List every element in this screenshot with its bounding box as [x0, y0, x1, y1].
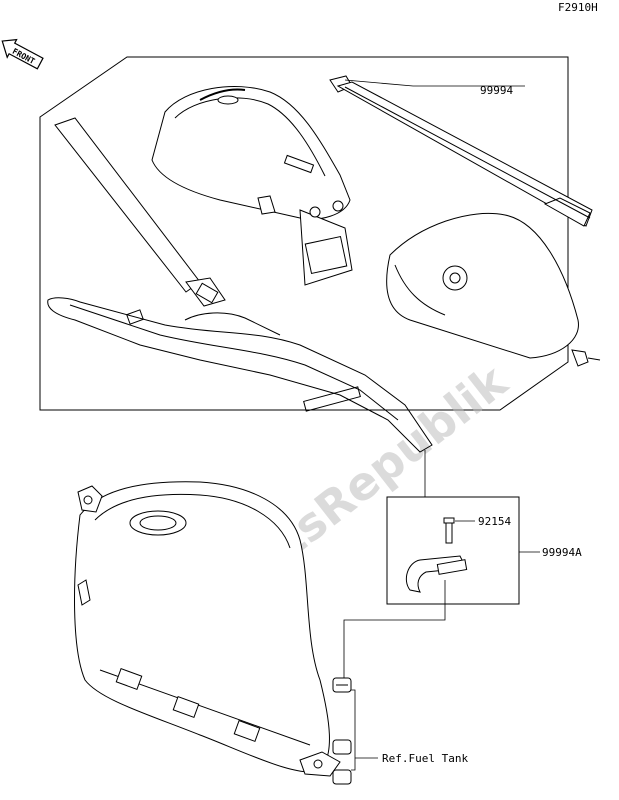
bracket-part: [405, 555, 468, 593]
fuel-tank-part: [74, 481, 341, 777]
bracket-set-box: [386, 496, 520, 605]
tank-bag-part: [151, 86, 353, 286]
diagram-code: F2910H: [558, 1, 598, 14]
strap-part: [329, 75, 593, 227]
rain-cover-part: [386, 212, 601, 367]
callout-92154: 92154: [478, 515, 511, 528]
callout-ref-fuel-tank: Ref.Fuel Tank: [382, 752, 468, 765]
callout-99994A: 99994A: [542, 546, 582, 559]
damper-part: [332, 677, 352, 785]
harness-base-part: [47, 282, 433, 453]
harness-strap-part: [54, 117, 226, 307]
bolt-part: [443, 517, 455, 544]
callout-99994: 99994: [480, 84, 513, 97]
leader-line-bracket: [343, 580, 446, 678]
front-arrow-icon: FRONT: [1, 38, 44, 70]
kit-boundary: [39, 56, 569, 411]
